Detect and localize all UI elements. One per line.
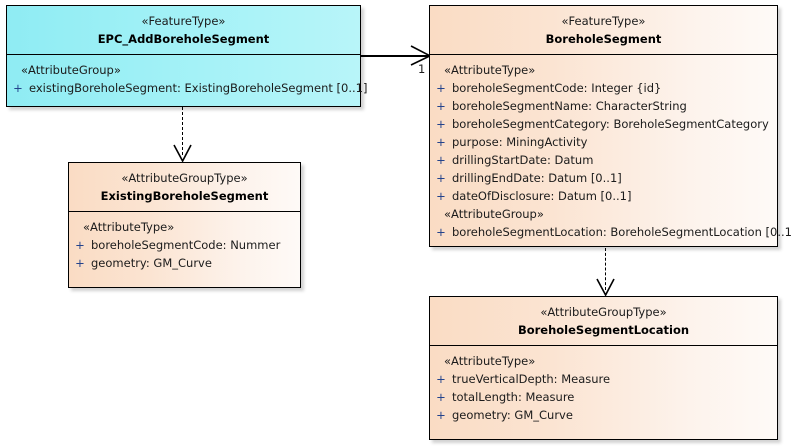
visibility-marker: + <box>436 153 446 167</box>
attribute-row[interactable]: + drillingStartDate: Datum <box>430 151 777 169</box>
attribute-row[interactable]: + boreholeSegmentCategory: BoreholeSegmen… <box>430 115 777 133</box>
visibility-marker: + <box>75 238 85 252</box>
visibility-marker: + <box>436 408 446 422</box>
visibility-marker: + <box>436 372 446 386</box>
class-compartment-attributes: «AttributeType» + trueVerticalDepth: Meas… <box>430 346 777 431</box>
attribute-text: purpose: MiningActivity <box>452 135 588 149</box>
visibility-marker: + <box>436 171 446 185</box>
attribute-row[interactable]: + boreholeSegmentName: CharacterString <box>430 97 777 115</box>
attribute-row[interactable]: + dateOfDisclosure: Datum [0..1] <box>430 187 777 205</box>
visibility-marker: + <box>436 225 446 239</box>
attribute-text: boreholeSegmentCode: Integer {id} <box>452 81 662 95</box>
class-stereotype: «FeatureType» <box>141 14 226 28</box>
class-compartment-attributes: «AttributeType» + boreholeSegmentCode: Nu… <box>69 212 300 279</box>
attribute-text: boreholeSegmentCode: Nummer <box>91 238 281 252</box>
attribute-row[interactable]: + boreholeSegmentCode: Integer {id} <box>430 79 777 97</box>
visibility-marker: + <box>436 390 446 404</box>
attribute-row[interactable]: + trueVerticalDepth: Measure <box>430 370 777 388</box>
class-name: EPC_AddBoreholeSegment <box>97 32 270 46</box>
class-header-existingboreholesegment: «AttributeGroupType» ExistingBoreholeSeg… <box>69 163 300 211</box>
attribute-group-label: «AttributeType» <box>444 63 536 77</box>
visibility-marker: + <box>436 189 446 203</box>
visibility-marker: + <box>436 117 446 131</box>
visibility-marker: + <box>436 99 446 113</box>
attribute-row[interactable]: + boreholeSegmentCode: Nummer <box>69 236 300 254</box>
attribute-row[interactable]: + drillingEndDate: Datum [0..1] <box>430 169 777 187</box>
attribute-text: drillingStartDate: Datum <box>452 153 594 167</box>
class-compartment-attributes: «AttributeType» + boreholeSegmentCode: In… <box>430 55 793 248</box>
class-header-boreholesegment: «FeatureType» BoreholeSegment <box>430 6 777 54</box>
attribute-group-label: «AttributeType» <box>444 354 536 368</box>
compartment-divider <box>69 211 300 212</box>
class-stereotype: «AttributeGroupType» <box>121 171 248 185</box>
attribute-row[interactable]: + purpose: MiningActivity <box>430 133 777 151</box>
attribute-row[interactable]: + existingBoreholeSegment: ExistingBoreho… <box>7 79 367 97</box>
open-arrowhead-icon <box>173 144 192 163</box>
class-header-boreholesegmentlocation: «AttributeGroupType» BoreholeSegmentLoca… <box>430 297 777 345</box>
attribute-row[interactable]: + geometry: GM_Curve <box>430 406 777 424</box>
class-name: ExistingBoreholeSegment <box>100 189 269 203</box>
attribute-group-label: «AttributeGroup» <box>444 207 544 221</box>
class-stereotype: «FeatureType» <box>561 14 646 28</box>
dependency-line-epc-to-existing[interactable] <box>182 107 183 155</box>
attribute-group-label: «AttributeGroup» <box>21 63 121 77</box>
dependency-line-boreholesegment-to-location[interactable] <box>605 248 606 290</box>
visibility-marker: + <box>436 135 446 149</box>
class-header-epc-addboreholesegment: «FeatureType» EPC_AddBoreholeSegment <box>7 6 360 54</box>
visibility-marker: + <box>13 81 23 95</box>
attribute-group-label: «AttributeType» <box>83 220 175 234</box>
attribute-text: existingBoreholeSegment: ExistingBorehol… <box>29 81 368 95</box>
attribute-text: geometry: GM_Curve <box>452 408 573 422</box>
compartment-divider <box>7 54 360 55</box>
attribute-text: boreholeSegmentName: CharacterString <box>452 99 687 113</box>
uml-class-existingboreholesegment[interactable]: «AttributeGroupType» ExistingBoreholeSeg… <box>68 162 301 288</box>
attribute-text: boreholeSegmentLocation: BoreholeSegment… <box>452 225 793 239</box>
compartment-divider <box>430 54 777 55</box>
attribute-text: boreholeSegmentCategory: BoreholeSegment… <box>452 117 769 131</box>
attribute-text: drillingEndDate: Datum [0..1] <box>452 171 622 185</box>
attribute-row[interactable]: + geometry: GM_Curve <box>69 254 300 272</box>
class-name: BoreholeSegment <box>545 32 662 46</box>
attribute-text: dateOfDisclosure: Datum [0..1] <box>452 189 632 203</box>
association-line-epc-to-boreholesegment[interactable] <box>360 55 430 57</box>
uml-class-boreholesegmentlocation[interactable]: «AttributeGroupType» BoreholeSegmentLoca… <box>429 296 778 440</box>
attribute-row[interactable]: + totalLength: Measure <box>430 388 777 406</box>
uml-class-epc-addboreholesegment[interactable]: «FeatureType» EPC_AddBoreholeSegment «At… <box>6 5 367 107</box>
class-name: BoreholeSegmentLocation <box>517 323 690 337</box>
attribute-text: trueVerticalDepth: Measure <box>452 372 611 386</box>
open-arrowhead-icon <box>596 278 615 297</box>
multiplicity-label-boreholesegment: 1 <box>418 62 426 76</box>
compartment-divider <box>430 345 777 346</box>
class-compartment-attributes: «AttributeGroup» + existingBoreholeSegmen… <box>7 55 367 104</box>
uml-class-boreholesegment[interactable]: «FeatureType» BoreholeSegment «Attribute… <box>429 5 793 248</box>
visibility-marker: + <box>436 81 446 95</box>
attribute-row[interactable]: + boreholeSegmentLocation: BoreholeSegmen… <box>430 223 793 241</box>
attribute-text: totalLength: Measure <box>452 390 575 404</box>
class-stereotype: «AttributeGroupType» <box>540 305 667 319</box>
attribute-text: geometry: GM_Curve <box>91 256 212 270</box>
visibility-marker: + <box>75 256 85 270</box>
